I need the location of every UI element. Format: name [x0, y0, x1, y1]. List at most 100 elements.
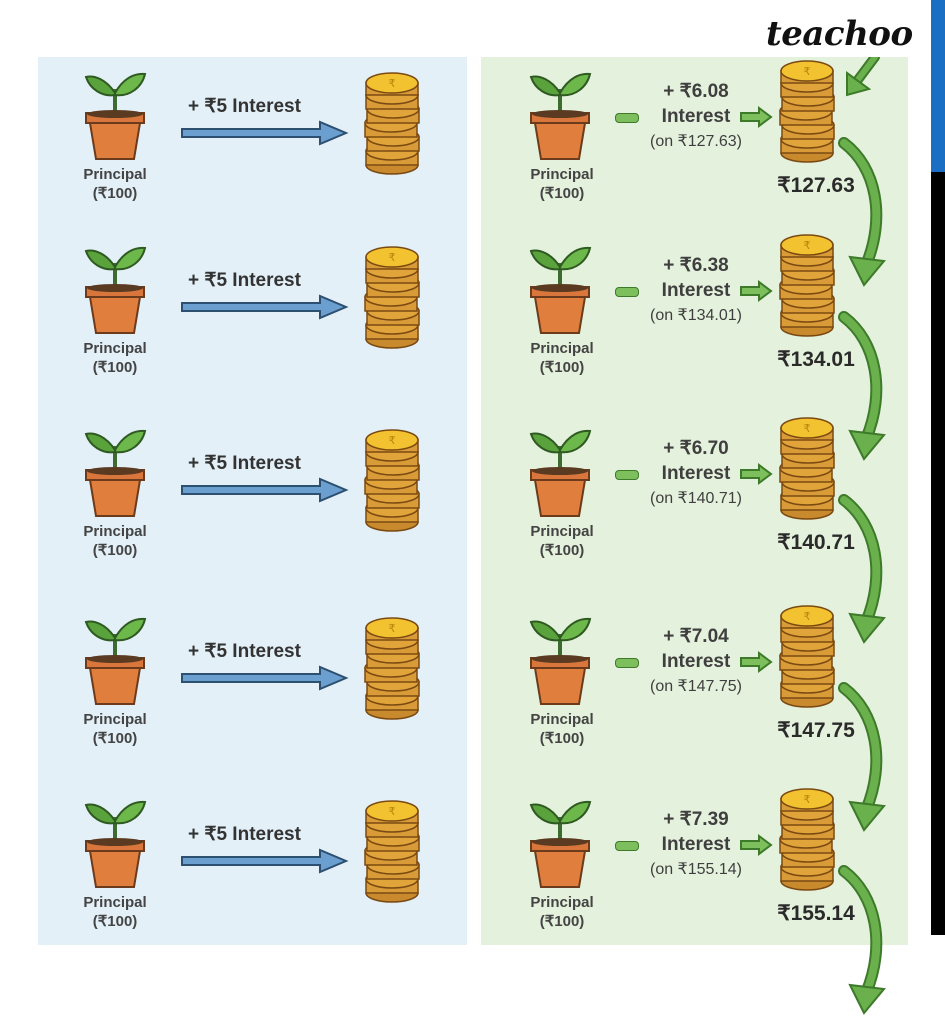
principal-label: Principal(₹100)	[60, 339, 170, 377]
principal-amount: (₹100)	[92, 359, 138, 376]
interest-label: + ₹5 Interest	[188, 453, 301, 474]
principal-text: Principal	[530, 340, 594, 357]
arrow-right-icon	[180, 294, 350, 320]
arrow-right-icon	[180, 848, 350, 874]
total-amount: ₹140.71	[777, 531, 855, 554]
interest-base: (on ₹134.01)	[649, 307, 742, 324]
svg-text:₹: ₹	[389, 805, 396, 818]
dash-icon	[615, 658, 639, 668]
principal-label: Principal (₹100)	[60, 710, 170, 748]
simple-interest-row: Principal(₹100) + ₹5 Interest ₹	[38, 414, 467, 600]
arrow-right-icon	[739, 834, 773, 856]
interest-label: + ₹5 Interest	[188, 641, 301, 662]
coin-stack-icon: ₹	[777, 59, 837, 165]
curved-arrow-icon	[836, 311, 896, 461]
arrow-right-icon	[739, 280, 773, 302]
arrow-right-icon	[180, 477, 350, 503]
principal-text: Principal	[530, 166, 594, 183]
interest-word: Interest	[661, 463, 731, 484]
principal-amount: (₹100)	[92, 185, 138, 202]
principal-amount: (₹100)	[92, 913, 138, 930]
curved-arrow-icon	[836, 494, 896, 644]
svg-text:₹: ₹	[804, 793, 811, 806]
plant-pot-icon	[525, 235, 595, 335]
interest-amount: + ₹7.04	[663, 626, 729, 647]
interest-base: (on ₹155.14)	[649, 861, 742, 878]
interest-word: Interest	[661, 834, 731, 855]
interest-word: Interest	[661, 280, 731, 301]
total-amount: ₹147.75	[777, 719, 855, 742]
coin-stack-icon: ₹	[362, 616, 422, 722]
total-amount: ₹134.01	[777, 348, 855, 371]
coin-stack-icon: ₹	[362, 71, 422, 177]
simple-interest-panel: Principal (₹100) + ₹5 Interest ₹ Principal…	[38, 57, 467, 945]
principal-label: Principal (₹100)	[507, 522, 617, 560]
svg-text:₹: ₹	[804, 422, 811, 435]
principal-text: Principal	[530, 894, 594, 911]
principal-text: Principal	[530, 523, 594, 540]
plant-pot-icon	[525, 61, 595, 161]
interest-label: + ₹5 Interest	[188, 96, 301, 117]
svg-text:₹: ₹	[389, 77, 396, 90]
coin-stack-icon: ₹	[777, 416, 837, 522]
svg-text:₹: ₹	[804, 610, 811, 623]
arrow-right-icon	[739, 106, 773, 128]
plant-pot-icon	[80, 418, 150, 518]
plant-pot-icon	[80, 789, 150, 889]
interest-base: (on ₹140.71)	[649, 490, 742, 507]
principal-label: Principal (₹100)	[60, 893, 170, 931]
principal-text: Principal	[83, 523, 147, 540]
curved-arrow-icon	[836, 682, 896, 832]
principal-text: Principal	[530, 711, 594, 728]
coin-stack-icon: ₹	[777, 233, 837, 339]
svg-text:₹: ₹	[389, 251, 396, 264]
arrow-right-icon	[739, 463, 773, 485]
plant-pot-icon	[525, 789, 595, 889]
principal-amount: (₹100)	[539, 542, 585, 559]
coin-stack-icon: ₹	[362, 245, 422, 351]
principal-amount: (₹100)	[92, 730, 138, 747]
arrow-right-icon	[739, 651, 773, 673]
principal-label: Principal (₹100)	[60, 165, 170, 203]
plant-pot-icon	[525, 418, 595, 518]
svg-text:₹: ₹	[389, 622, 396, 635]
principal-amount: (₹100)	[539, 185, 585, 202]
principal-amount: (₹100)	[539, 913, 585, 930]
principal-label: Principal (₹100)	[507, 893, 617, 931]
coin-stack-icon: ₹	[777, 604, 837, 710]
plant-pot-icon	[80, 235, 150, 335]
dash-icon	[615, 470, 639, 480]
interest-base: (on ₹127.63)	[649, 133, 742, 150]
arrow-right-icon	[180, 665, 350, 691]
principal-text: Principal	[83, 894, 147, 911]
svg-text:₹: ₹	[804, 65, 811, 78]
principal-text: Principal	[83, 711, 147, 728]
curved-arrow-icon	[836, 865, 896, 1015]
interest-label: + ₹5 Interest	[188, 270, 301, 291]
principal-amount: (₹100)	[539, 359, 585, 376]
simple-interest-row: Principal(₹100) + ₹5 Interest ₹	[38, 231, 467, 417]
curved-arrow-icon	[836, 137, 896, 287]
principal-label: Principal(₹100)	[507, 710, 617, 748]
svg-text:₹: ₹	[389, 434, 396, 447]
arrow-right-icon	[180, 120, 350, 146]
teachoo-logo: teachoo	[766, 14, 913, 54]
coin-stack-icon: ₹	[777, 787, 837, 893]
principal-text: Principal	[83, 166, 147, 183]
interest-amount: + ₹6.08	[663, 81, 729, 102]
interest-base: (on ₹147.75)	[649, 678, 742, 695]
principal-label: Principal(₹100)	[60, 522, 170, 560]
plant-pot-icon	[525, 606, 595, 706]
incoming-arrow-icon	[841, 52, 881, 97]
coin-stack-icon: ₹	[362, 799, 422, 905]
simple-interest-row: Principal (₹100) + ₹5 Interest ₹	[38, 602, 467, 788]
edge-blue-bar	[931, 0, 945, 172]
